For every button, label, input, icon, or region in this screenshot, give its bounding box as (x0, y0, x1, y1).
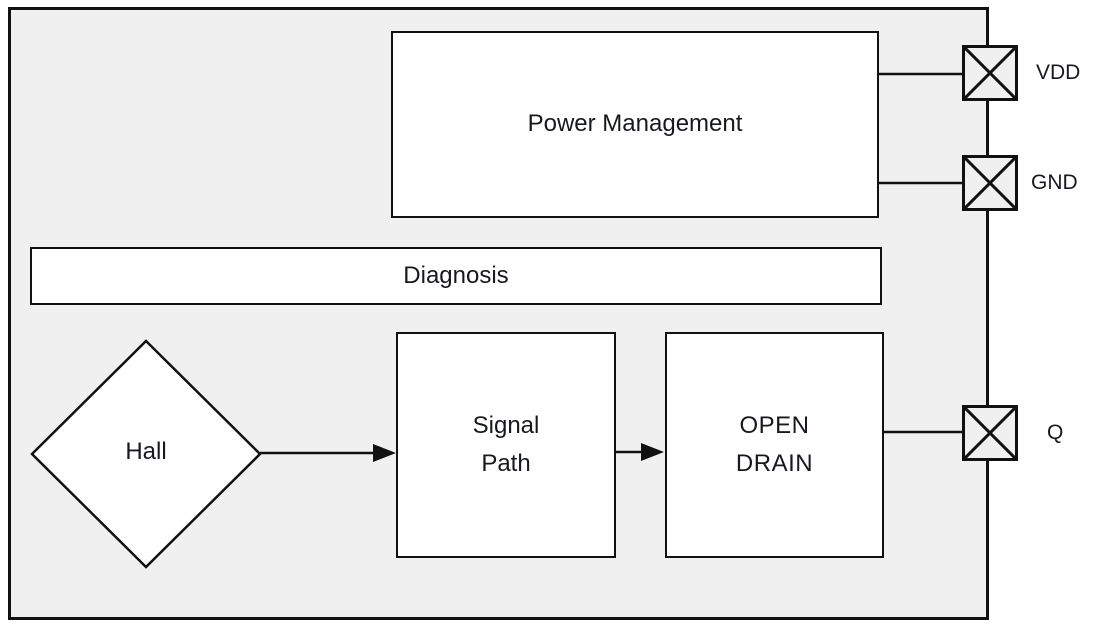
open-drain-label: OPEN DRAIN (735, 411, 814, 477)
signal-path-label: Signal Path (472, 411, 540, 477)
pin-q (962, 405, 1018, 461)
diagnosis-block: Diagnosis (30, 247, 882, 305)
power-management-block: Power Management (391, 31, 879, 218)
pin-label-gnd: GND (1031, 171, 1078, 194)
pin-gnd (962, 155, 1018, 211)
open-drain-block: OPEN DRAIN (665, 332, 884, 558)
hall-to-signal-arrow (260, 444, 396, 462)
arrowhead-icon (641, 443, 664, 461)
pin-label-vdd: VDD (1036, 61, 1081, 84)
diagnosis-label: Diagnosis (403, 261, 509, 289)
pin-crossed-square-icon (965, 158, 1015, 208)
arrowhead-icon (373, 444, 396, 462)
signal-path-block: Signal Path (396, 332, 616, 558)
power-management-label: Power Management (527, 110, 743, 138)
pin-vdd (962, 45, 1018, 101)
signal-to-od-arrow (616, 443, 664, 461)
hall-label: Hall (125, 438, 167, 465)
pin-crossed-square-icon (965, 48, 1015, 98)
pin-label-q: Q (1047, 421, 1064, 444)
pin-crossed-square-icon (965, 408, 1015, 458)
